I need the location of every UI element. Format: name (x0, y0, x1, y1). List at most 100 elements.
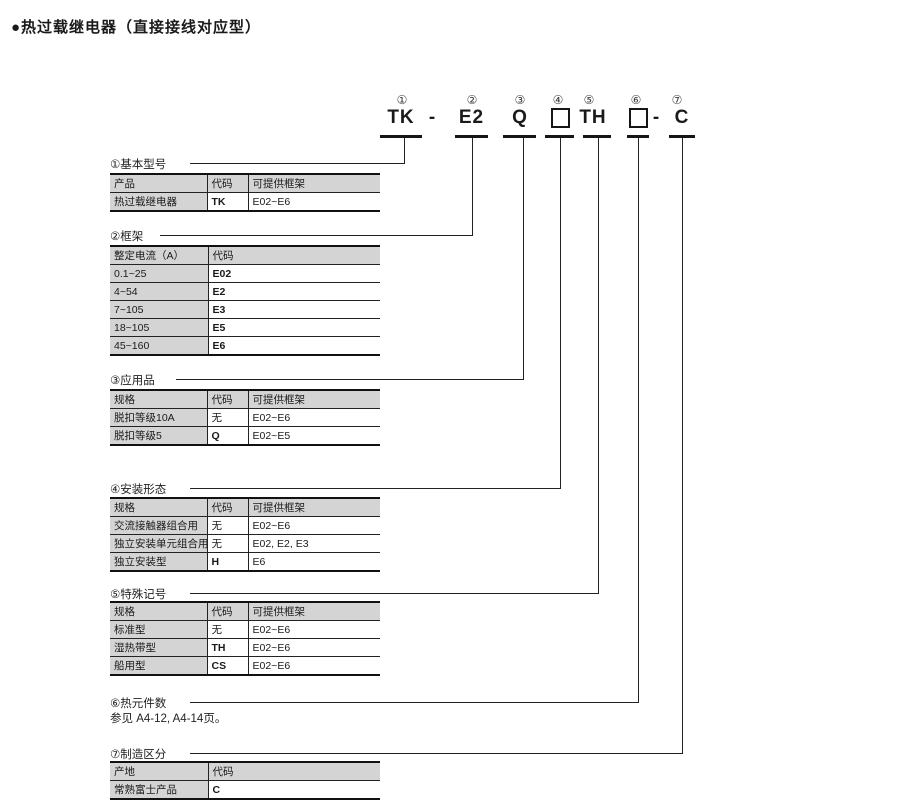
table-cell: 4~54 (110, 282, 208, 301)
table-cell: E3 (207, 300, 380, 319)
section-label-mounting: ④安装形态 (110, 484, 167, 496)
model-segment-frame: E2 (458, 107, 485, 128)
table-header-cell: 产品 (110, 174, 207, 193)
table-header-row: 规格 代码 可提供框架 (110, 498, 380, 517)
table-cell: 交流接触器组合用 (110, 516, 207, 535)
connector-line (190, 593, 599, 594)
model-segment-basic: TK (387, 107, 415, 128)
placeholder-box-heater (629, 108, 648, 128)
table-application: 规格 代码 可提供框架 脱扣等级10A 无 E02~E6 脱扣等级5 Q E02… (110, 389, 380, 446)
table-cell: TK (206, 192, 248, 211)
connector-line (176, 379, 524, 380)
table-origin: 产地 代码 常熟富士产品 C (110, 761, 380, 800)
table-header-row: 规格 代码 可提供框架 (110, 602, 380, 621)
table-cell: E02, E2, E3 (247, 534, 380, 553)
table-row: 0.1~25 E02 (110, 264, 380, 283)
model-segment-application: Q (512, 107, 528, 128)
table-cell: E02~E6 (247, 620, 380, 639)
circled-number-6: ⑥ (630, 93, 642, 107)
section-label-special: ⑤特殊记号 (110, 589, 167, 601)
table-row: 船用型 CS E02~E6 (110, 656, 380, 675)
table-cell: E02~E6 (247, 516, 380, 535)
table-cell: 0.1~25 (110, 264, 208, 283)
table-cell: 标准型 (110, 620, 207, 639)
connector-line (190, 488, 561, 489)
table-cell: 独立安装型 (110, 552, 207, 571)
table-basic-model: 产品 代码 可提供框架 热过载继电器 TK E02~E6 (110, 173, 380, 212)
connector-line (160, 235, 473, 236)
table-cell: E6 (207, 336, 380, 355)
table-cell: Q (206, 426, 248, 445)
table-row: 交流接触器组合用 无 E02~E6 (110, 516, 380, 535)
table-header-cell: 规格 (110, 498, 207, 517)
table-cell: 脱扣等级10A (110, 408, 207, 427)
table-cell: E02~E5 (247, 426, 380, 445)
table-cell: H (206, 552, 248, 571)
table-cell: 18~105 (110, 318, 208, 337)
table-row: 独立安装单元组合用 无 E02, E2, E3 (110, 534, 380, 553)
table-header-cell: 规格 (110, 602, 207, 621)
connector-line (638, 138, 639, 702)
connector-line (523, 138, 524, 379)
table-row: 18~105 E5 (110, 318, 380, 337)
segment-underline (669, 135, 695, 138)
table-row: 标准型 无 E02~E6 (110, 620, 380, 639)
table-header-cell: 代码 (206, 498, 248, 517)
table-frame: 整定电流（A） 代码 0.1~25 E02 4~54 E2 7~105 E3 1… (110, 245, 380, 356)
table-header-cell: 代码 (206, 174, 248, 193)
section-label-origin: ⑦制造区分 (110, 749, 167, 761)
connector-line (560, 138, 561, 488)
table-cell: E6 (247, 552, 380, 571)
table-row: 独立安装型 H E6 (110, 552, 380, 571)
table-row: 热过载继电器 TK E02~E6 (110, 192, 380, 211)
circled-number-3: ③ (514, 93, 526, 107)
page-title: ●热过载继电器（直接接线对应型） (11, 19, 262, 36)
table-header-cell: 代码 (207, 246, 380, 265)
heater-elements-note: 参见 A4-12, A4-14页。 (110, 713, 227, 725)
table-header-cell: 规格 (110, 390, 207, 409)
section-label-frame: ②框架 (110, 231, 144, 243)
table-header-cell: 可提供框架 (247, 390, 380, 409)
table-row: 7~105 E3 (110, 300, 380, 319)
table-header-cell: 可提供框架 (247, 602, 380, 621)
table-header-row: 产地 代码 (110, 762, 380, 781)
table-header-cell: 整定电流（A） (110, 246, 208, 265)
table-cell: E02~E6 (247, 192, 380, 211)
table-row: 4~54 E2 (110, 282, 380, 301)
table-cell: C (207, 780, 380, 799)
table-row: 脱扣等级5 Q E02~E5 (110, 426, 380, 445)
circled-number-7: ⑦ (671, 93, 683, 107)
table-cell: E5 (207, 318, 380, 337)
table-cell: 常熟富士产品 (110, 780, 208, 799)
segment-underline (380, 135, 422, 138)
table-header-cell: 可提供框架 (247, 498, 380, 517)
connector-line (190, 702, 639, 703)
section-label-basic-model: ①基本型号 (110, 159, 167, 171)
connector-line (682, 138, 683, 753)
model-segment-origin: C (674, 107, 690, 128)
table-cell: E02~E6 (247, 408, 380, 427)
connector-line (190, 163, 405, 164)
table-header-row: 产品 代码 可提供框架 (110, 174, 380, 193)
placeholder-box-mounting (551, 108, 570, 128)
table-header-cell: 代码 (206, 602, 248, 621)
segment-underline (503, 135, 536, 138)
section-label-heater-elements: ⑥热元件数 (110, 698, 167, 710)
table-cell: 无 (206, 516, 248, 535)
model-segment-special: TH (579, 107, 607, 128)
segment-underline (627, 135, 649, 138)
segment-underline (583, 135, 611, 138)
table-row: 湿热带型 TH E02~E6 (110, 638, 380, 657)
table-header-cell: 代码 (207, 762, 380, 781)
table-header-cell: 产地 (110, 762, 208, 781)
table-cell: 45~160 (110, 336, 208, 355)
circled-number-1: ① (396, 93, 408, 107)
table-special: 规格 代码 可提供框架 标准型 无 E02~E6 湿热带型 TH E02~E6 … (110, 601, 380, 676)
connector-line (472, 138, 473, 235)
table-cell: 无 (206, 620, 248, 639)
table-header-row: 规格 代码 可提供框架 (110, 390, 380, 409)
table-cell: 无 (206, 534, 248, 553)
table-cell: E02 (207, 264, 380, 283)
table-row: 脱扣等级10A 无 E02~E6 (110, 408, 380, 427)
